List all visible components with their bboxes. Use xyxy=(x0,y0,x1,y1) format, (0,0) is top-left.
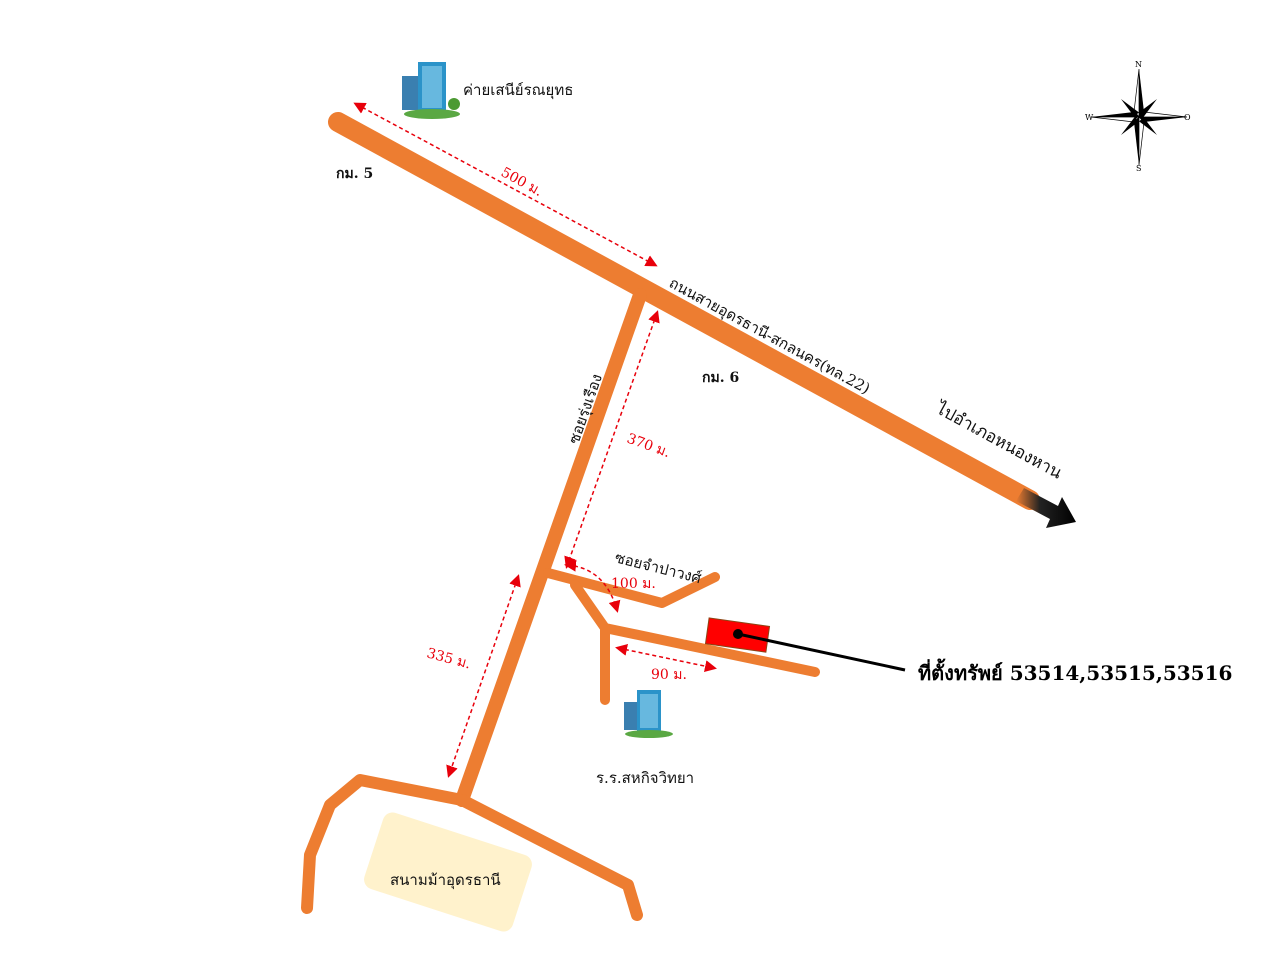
building-icon xyxy=(402,62,460,119)
distance-90: 90 ม. xyxy=(651,667,687,683)
camp-label: ค่ายเสนีย์รณยุทธ xyxy=(463,81,573,100)
compass-e: O xyxy=(1184,113,1191,122)
compass-w: W xyxy=(1085,113,1094,122)
main-road xyxy=(328,112,1040,510)
distance-370: 370 ม. xyxy=(625,431,673,461)
soi-rung-rueang-road xyxy=(455,288,647,807)
south-road-east xyxy=(456,794,643,921)
compass-s: S xyxy=(1136,164,1141,173)
south-road-west xyxy=(301,774,468,914)
school-label: ร.ร.สหกิจวิทยา xyxy=(596,769,694,787)
main-road-arrow-tip xyxy=(1016,488,1076,528)
direction-label: ไปอำเภอหนองหาน xyxy=(931,397,1066,484)
distance-line-100 xyxy=(564,559,621,613)
compass-n: N xyxy=(1135,60,1142,69)
distance-line-90 xyxy=(615,643,717,673)
property-label: ที่ตั้งทรัพย์ 53514,53515,53516 xyxy=(918,658,1232,685)
racecourse-label: สนามม้าอุดรธานี xyxy=(390,871,501,890)
distance-100: 100 ม. xyxy=(611,576,656,592)
racecourse-area xyxy=(364,812,532,932)
km6-label: กม. 6 xyxy=(702,370,739,386)
km5-label: กม. 5 xyxy=(336,166,373,182)
distance-500: 500 ม. xyxy=(498,164,545,200)
property-pointer-line xyxy=(737,632,906,672)
main-road-label: ถนนสายอุดรธานี-สกลนคร(ทล.22) xyxy=(666,274,874,399)
compass-rose-icon xyxy=(1090,68,1188,166)
property-pin xyxy=(733,629,743,639)
distance-335: 335 ม. xyxy=(425,645,472,672)
distance-line-500 xyxy=(353,102,658,267)
distance-line-370 xyxy=(564,310,660,569)
school-building-icon xyxy=(624,690,673,738)
